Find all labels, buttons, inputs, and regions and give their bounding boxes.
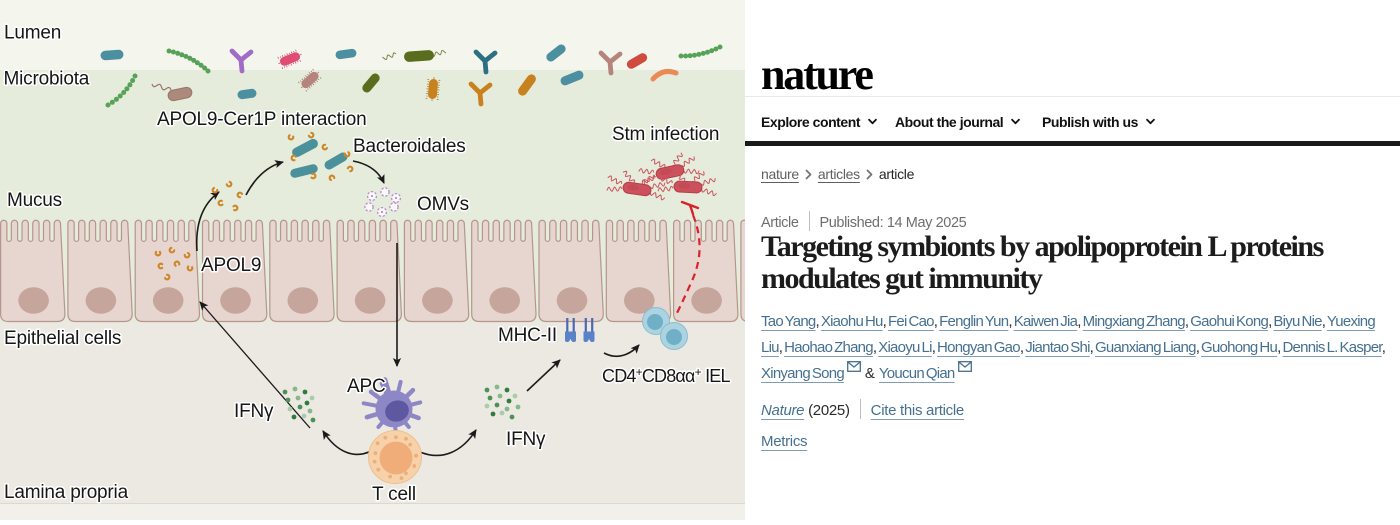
svg-text:Microbiota: Microbiota (4, 69, 90, 90)
svg-text:Lamina propria: Lamina propria (4, 482, 129, 503)
svg-text:T cell: T cell (372, 484, 416, 505)
svg-text:IFNγ: IFNγ (234, 401, 274, 422)
svg-text:Epithelial cells: Epithelial cells (4, 328, 121, 349)
svg-text:APOL9-Cer1P interaction: APOL9-Cer1P interaction (157, 109, 366, 130)
svg-text:APC: APC (347, 376, 385, 397)
svg-text:Mucus: Mucus (7, 190, 62, 211)
svg-text:MHC-II: MHC-II (498, 325, 557, 346)
svg-text:Stm infection: Stm infection (612, 124, 719, 145)
svg-text:OMVs: OMVs (417, 194, 469, 215)
svg-text:Bacteroidales: Bacteroidales (353, 136, 466, 157)
svg-text:APOL9: APOL9 (201, 255, 261, 276)
svg-text:IFNγ: IFNγ (506, 429, 546, 450)
svg-text:CD4+CD8αα+ IEL: CD4+CD8αα+ IEL (602, 365, 730, 386)
svg-text:Lumen: Lumen (4, 23, 61, 44)
